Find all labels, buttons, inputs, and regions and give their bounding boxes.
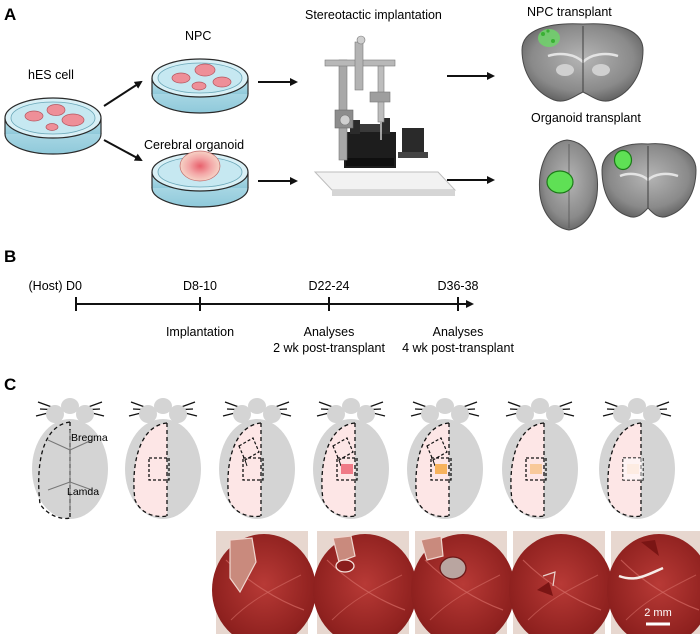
npc-transplant-label: NPC transplant bbox=[527, 5, 612, 19]
npc-label: NPC bbox=[185, 29, 211, 43]
timeline-event-label: Analyses bbox=[433, 325, 484, 339]
organoid-coronal-section bbox=[601, 143, 697, 218]
surgery-photo-3 bbox=[411, 531, 515, 634]
mouse-head-6 bbox=[502, 398, 578, 519]
stereotactic-label: Stereotactic implantation bbox=[305, 8, 442, 22]
mouse-head-5 bbox=[407, 398, 483, 519]
timeline-day-label: D36-38 bbox=[438, 279, 479, 293]
implanted-tissue bbox=[435, 464, 447, 474]
implant-site-box bbox=[242, 457, 264, 481]
panel-c-label: C bbox=[4, 375, 16, 394]
scale-bar: 2 mm bbox=[644, 607, 672, 626]
surgery-photos bbox=[212, 531, 700, 634]
implant-site-box bbox=[430, 457, 452, 481]
hes-cell-label: hES cell bbox=[28, 68, 74, 82]
organoid-dorsal-brain bbox=[538, 139, 599, 231]
implant-site-box bbox=[336, 457, 358, 481]
timeline-day-label: D22-24 bbox=[309, 279, 350, 293]
npc-coronal-section bbox=[521, 23, 644, 102]
scale-bar-label: 2 mm bbox=[644, 607, 672, 619]
organoid-label: Cerebral organoid bbox=[144, 138, 244, 152]
timeline-event-label: Analyses bbox=[304, 325, 355, 339]
surgery-photo-5 bbox=[607, 531, 700, 634]
dura-flap bbox=[332, 437, 354, 461]
timeline-event-label: 4 wk post-transplant bbox=[402, 341, 514, 355]
implanted-tissue bbox=[530, 464, 542, 474]
arrow-hes-to-npc bbox=[103, 80, 143, 107]
implanted-tissue bbox=[341, 464, 353, 474]
organoid-transplant-label: Organoid transplant bbox=[531, 111, 641, 125]
hes-cell-dish bbox=[4, 97, 102, 155]
timeline-event-label: 2 wk post-transplant bbox=[273, 341, 385, 355]
mouse-head-4 bbox=[313, 398, 389, 519]
dura-flap bbox=[238, 437, 260, 461]
organoid-graft-dorsal bbox=[546, 170, 574, 194]
mouse-head-7 bbox=[599, 398, 675, 519]
dura-flap bbox=[426, 437, 448, 461]
timeline-day-label: D8-10 bbox=[183, 279, 217, 293]
surgery-photo-1 bbox=[212, 531, 316, 634]
implant-site-box bbox=[148, 457, 170, 481]
surgery-photo-2 bbox=[313, 531, 417, 634]
panel-b-label: B bbox=[4, 247, 16, 266]
timeline-day-label: (Host) D0 bbox=[29, 279, 83, 293]
mouse-head-3 bbox=[219, 398, 295, 519]
arrow-hes-to-organoid bbox=[103, 139, 143, 161]
lambda-label: Lamda bbox=[67, 486, 99, 498]
mouse-head-2 bbox=[125, 398, 201, 519]
bregma-label: Bregma bbox=[71, 432, 108, 444]
surgery-photo-4 bbox=[509, 531, 613, 634]
timeline-event-label: Implantation bbox=[166, 325, 234, 339]
organoid-graft-coronal bbox=[613, 149, 633, 171]
stereotactic-apparatus bbox=[313, 35, 457, 196]
npc-dish bbox=[151, 58, 249, 114]
panel-a-label: A bbox=[4, 5, 16, 24]
implant-site-box bbox=[525, 457, 547, 481]
organoid-dish bbox=[151, 150, 249, 208]
